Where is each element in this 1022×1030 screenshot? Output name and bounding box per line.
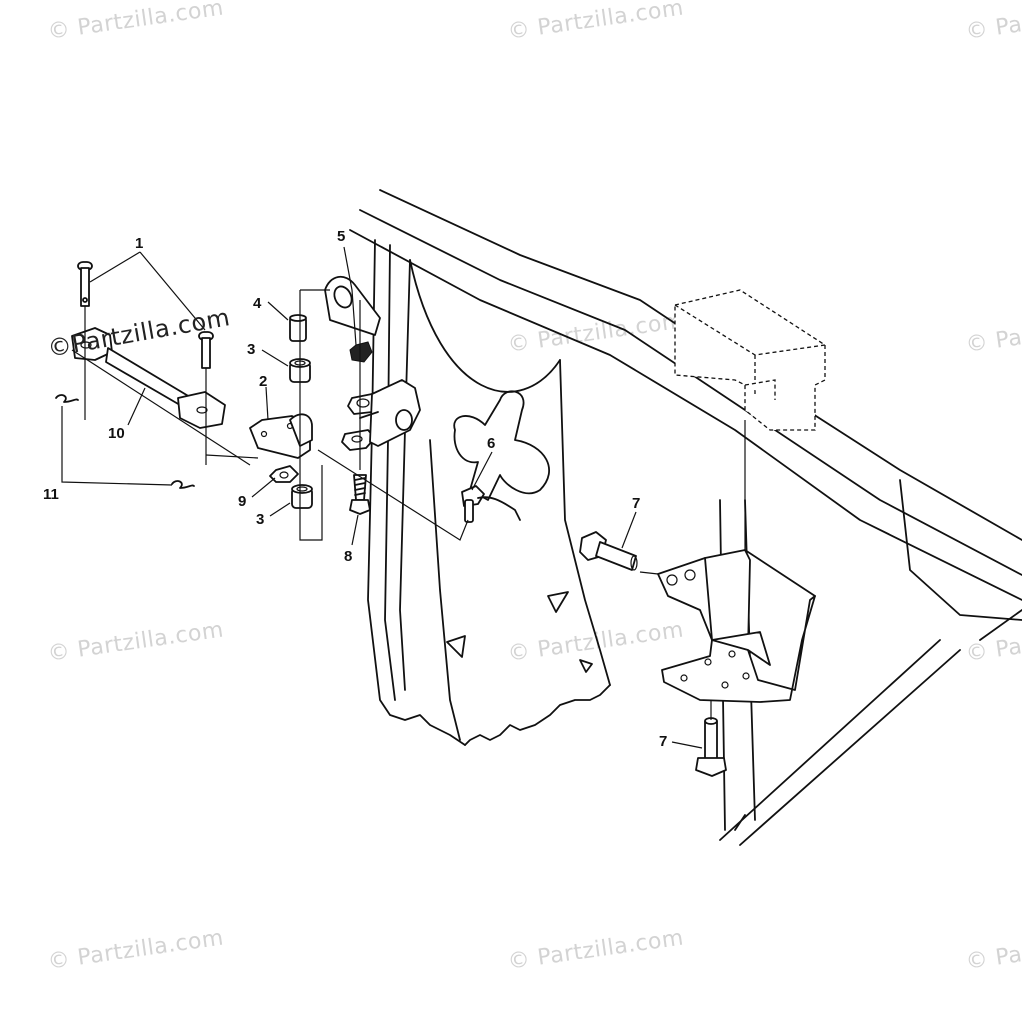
frame-rails xyxy=(349,189,1022,846)
callout-10: 10 xyxy=(108,425,125,442)
callout-2: 2 xyxy=(259,373,268,390)
callout-7: 7 xyxy=(632,495,641,512)
callout-9: 9 xyxy=(238,493,247,510)
callout-8: 8 xyxy=(344,548,353,565)
dashed-component-outline xyxy=(674,289,826,431)
callout-1: 1 xyxy=(135,235,144,252)
callout-7: 7 xyxy=(659,733,668,750)
mounting-bracket xyxy=(657,549,816,703)
leader-lines xyxy=(61,246,703,749)
bolt-part-8 xyxy=(349,474,371,515)
frame-casting xyxy=(367,239,611,746)
callout-11: 11 xyxy=(43,486,59,503)
callout-6: 6 xyxy=(487,435,496,452)
callout-3: 3 xyxy=(256,511,265,528)
rod-part-10 xyxy=(71,327,226,429)
callout-5: 5 xyxy=(337,228,346,245)
bushing-part-4 xyxy=(289,314,307,342)
bolt-part-6 xyxy=(461,485,521,523)
spacer-part-3 xyxy=(289,358,313,509)
assembly-lines xyxy=(71,289,746,720)
clip-part-11 xyxy=(55,394,195,489)
callout-4: 4 xyxy=(253,295,262,312)
callout-3: 3 xyxy=(247,341,256,358)
bracket-part-2 xyxy=(249,413,313,459)
washer-part-9 xyxy=(269,465,299,483)
hinge-part-5 xyxy=(324,276,421,451)
bolt-part-7 xyxy=(579,531,727,777)
